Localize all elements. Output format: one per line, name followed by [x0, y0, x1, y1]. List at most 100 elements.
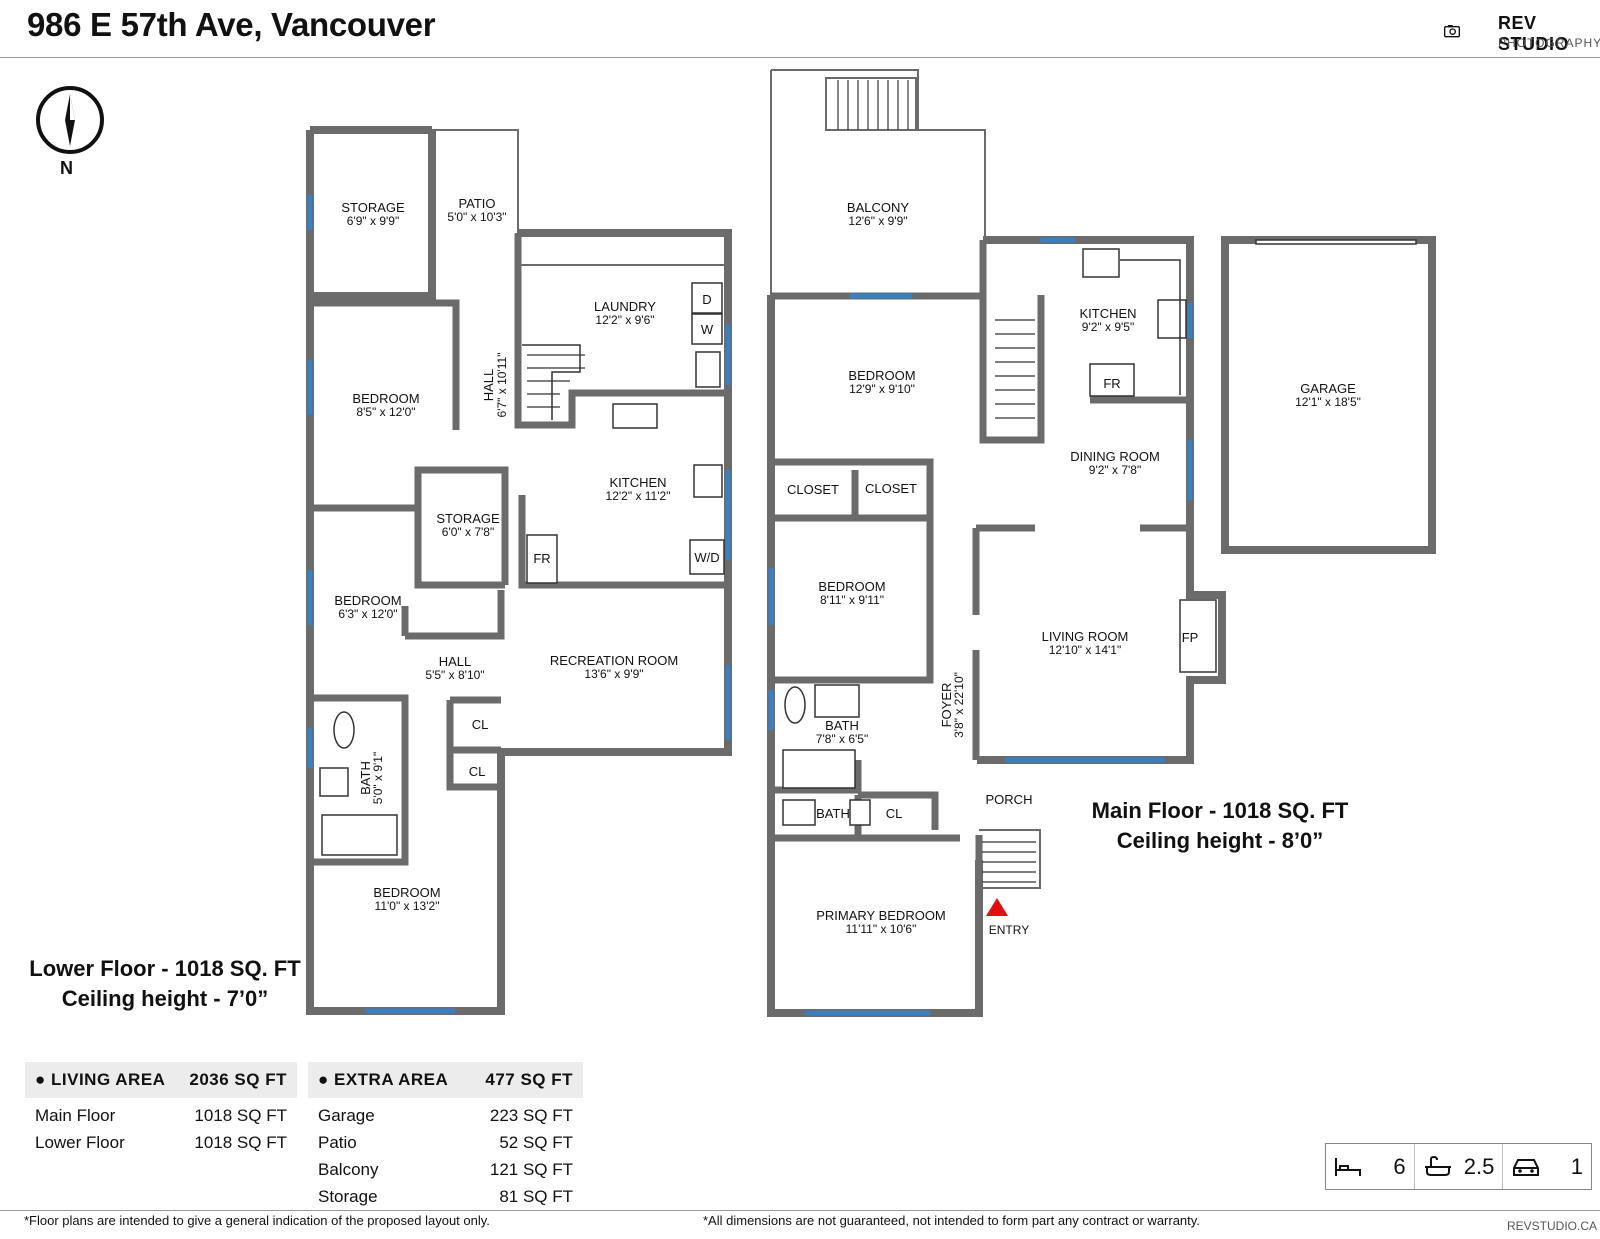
lower-fixtures [319, 282, 725, 856]
compass-label: N [60, 158, 73, 178]
main-living-dim: 12'10" x 14'1" [1049, 643, 1122, 657]
extra-area-table: ● EXTRA AREA 477 SQ FT Garage 223 SQ FT … [308, 1062, 583, 1210]
lower-floor-ceiling: Ceiling height - 7’0” [61, 986, 269, 1011]
main-balcony-dim: 12'6" x 9'9" [848, 214, 907, 228]
main-windows [768, 237, 1193, 1016]
main-fixtures [782, 239, 1417, 826]
row-value: 1018 SQ FT [194, 1105, 287, 1125]
main-floor-caption: Main Floor - 1018 SQ. FT Ceiling height … [1080, 796, 1360, 856]
lower-kitchen-name: KITCHEN [609, 475, 666, 490]
lower-bedroom1-name: BEDROOM [352, 391, 419, 406]
washer-label: W [701, 322, 714, 337]
lower-bedroom3-name: BEDROOM [373, 885, 440, 900]
main-halfbath-name: BATH [816, 806, 850, 821]
bathrooms-stat: 2.5 [1413, 1144, 1503, 1189]
lower-floor-plan [306, 126, 732, 1015]
row-label: Balcony [318, 1159, 379, 1179]
row-value: 52 SQ FT [499, 1132, 573, 1152]
table-row: Balcony 121 SQ FT [308, 1156, 583, 1183]
car-icon [1513, 1158, 1540, 1176]
lower-kitchen-dim: 12'2" x 11'2" [606, 489, 671, 503]
lower-laundry-dim: 12'2" x 9'6" [595, 313, 654, 327]
entry-label: ENTRY [989, 923, 1029, 937]
page-title: 986 E 57th Ave, Vancouver [27, 6, 436, 43]
main-bedroom2-name: BEDROOM [818, 579, 885, 594]
lower-closet1-label: CL [472, 717, 489, 732]
row-label: Main Floor [35, 1105, 116, 1125]
property-stats: 6 2.5 1 [1325, 1143, 1592, 1190]
disclaimer-right: *All dimensions are not guaranteed, not … [703, 1213, 1200, 1228]
main-floor-size: Main Floor - 1018 SQ. FT [1091, 798, 1349, 823]
table-row: Lower Floor 1018 SQ FT [25, 1129, 297, 1156]
main-primary-name: PRIMARY BEDROOM [816, 908, 946, 923]
row-label: Lower Floor [35, 1132, 125, 1152]
main-dining-dim: 9'2" x 7'8" [1089, 463, 1141, 477]
lower-laundry-name: LAUNDRY [594, 299, 656, 314]
main-foyer-name: FOYER [939, 683, 954, 728]
lower-patio-dim: 5'0" x 10'3" [447, 210, 506, 224]
main-closet1-name: CLOSET [787, 482, 839, 497]
lower-bedroom2-dim: 6'3" x 12'0" [338, 607, 397, 621]
table-row: Main Floor 1018 SQ FT [25, 1102, 297, 1129]
washer-dryer-label: W/D [694, 550, 719, 565]
stairs [527, 80, 1036, 883]
bathrooms-count: 2.5 [1463, 1153, 1495, 1179]
row-value: 121 SQ FT [489, 1159, 573, 1179]
main-porch-name: PORCH [986, 792, 1033, 807]
camera-logo-icon [1444, 25, 1460, 38]
garage-count: 1 [1570, 1153, 1584, 1179]
row-value: 223 SQ FT [489, 1105, 573, 1125]
lower-storage2-dim: 6'0" x 7'8" [442, 525, 494, 539]
lower-bath-dim: 5'0" x 9'1" [371, 752, 385, 804]
logo-text: REV STUDIO [1498, 13, 1570, 54]
lower-storage1-dim: 6'9" x 9'9" [347, 214, 399, 228]
lower-closet2-label: CL [469, 764, 486, 779]
main-garage-name: GARAGE [1300, 381, 1356, 396]
bed-icon [1335, 1157, 1361, 1176]
lower-patio-name: PATIO [458, 196, 495, 211]
lower-hall1-dim: 6'7" x 10'11" [495, 353, 509, 418]
website-link[interactable]: REVSTUDIO.CA [1507, 1219, 1598, 1233]
row-value: 1018 SQ FT [194, 1132, 287, 1152]
main-dining-name: DINING ROOM [1070, 449, 1160, 464]
main-bedroom1-dim: 12'9" x 9'10" [849, 382, 915, 396]
bedrooms-count: 6 [1393, 1153, 1406, 1179]
lower-bedroom3-dim: 11'0" x 13'2" [375, 899, 440, 913]
garage-stat: 1 [1502, 1144, 1591, 1189]
lower-windows [307, 195, 731, 1014]
logo-subtext: PHOTOGRAPHY [1498, 36, 1600, 50]
main-balcony-name: BALCONY [847, 200, 909, 215]
lower-hall2-name: HALL [439, 654, 472, 669]
main-foyer-dim: 3'8" x 22'10" [952, 672, 966, 738]
living-area-table: ● LIVING AREA 2036 SQ FT Main Floor 1018… [25, 1062, 297, 1156]
table-row: Garage 223 SQ FT [308, 1102, 583, 1129]
table-row: Patio 52 SQ FT [308, 1129, 583, 1156]
main-bath-name: BATH [825, 718, 859, 733]
lower-bedroom2-name: BEDROOM [334, 593, 401, 608]
compass-icon [36, 86, 104, 154]
lower-bedroom1-dim: 8'5" x 12'0" [356, 405, 415, 419]
row-label: Patio [318, 1132, 357, 1152]
entry-marker-icon [986, 898, 1008, 916]
lower-floor-caption: Lower Floor - 1018 SQ. FT Ceiling height… [25, 954, 305, 1014]
extra-area-heading: EXTRA AREA [334, 1070, 449, 1089]
main-bedroom2-dim: 8'11" x 9'11" [820, 593, 884, 607]
lower-fridge-label: FR [533, 551, 550, 566]
main-kitchen-dim: 9'2" x 9'5" [1082, 320, 1134, 334]
living-area-total: 2036 SQ FT [189, 1070, 287, 1089]
lower-recreation-name: RECREATION ROOM [550, 653, 678, 668]
extra-area-total: 477 SQ FT [485, 1070, 573, 1089]
bottom-divider [0, 1210, 1600, 1211]
lower-hall1-name: HALL [481, 369, 496, 402]
main-garage-dim: 12'1" x 18'5" [1295, 395, 1361, 409]
lower-hall2-dim: 5'5" x 8'10" [425, 668, 484, 682]
lower-recreation-dim: 13'6" x 9'9" [584, 667, 643, 681]
main-primary-dim: 11'11" x 10'6" [846, 922, 917, 936]
disclaimer-left: *Floor plans are intended to give a gene… [24, 1213, 490, 1228]
row-label: Garage [318, 1105, 375, 1125]
extra-area-header: ● EXTRA AREA 477 SQ FT [308, 1062, 583, 1098]
lower-storage1-name: STORAGE [341, 200, 405, 215]
main-bedroom1-name: BEDROOM [848, 368, 915, 383]
living-area-heading: LIVING AREA [51, 1070, 166, 1089]
